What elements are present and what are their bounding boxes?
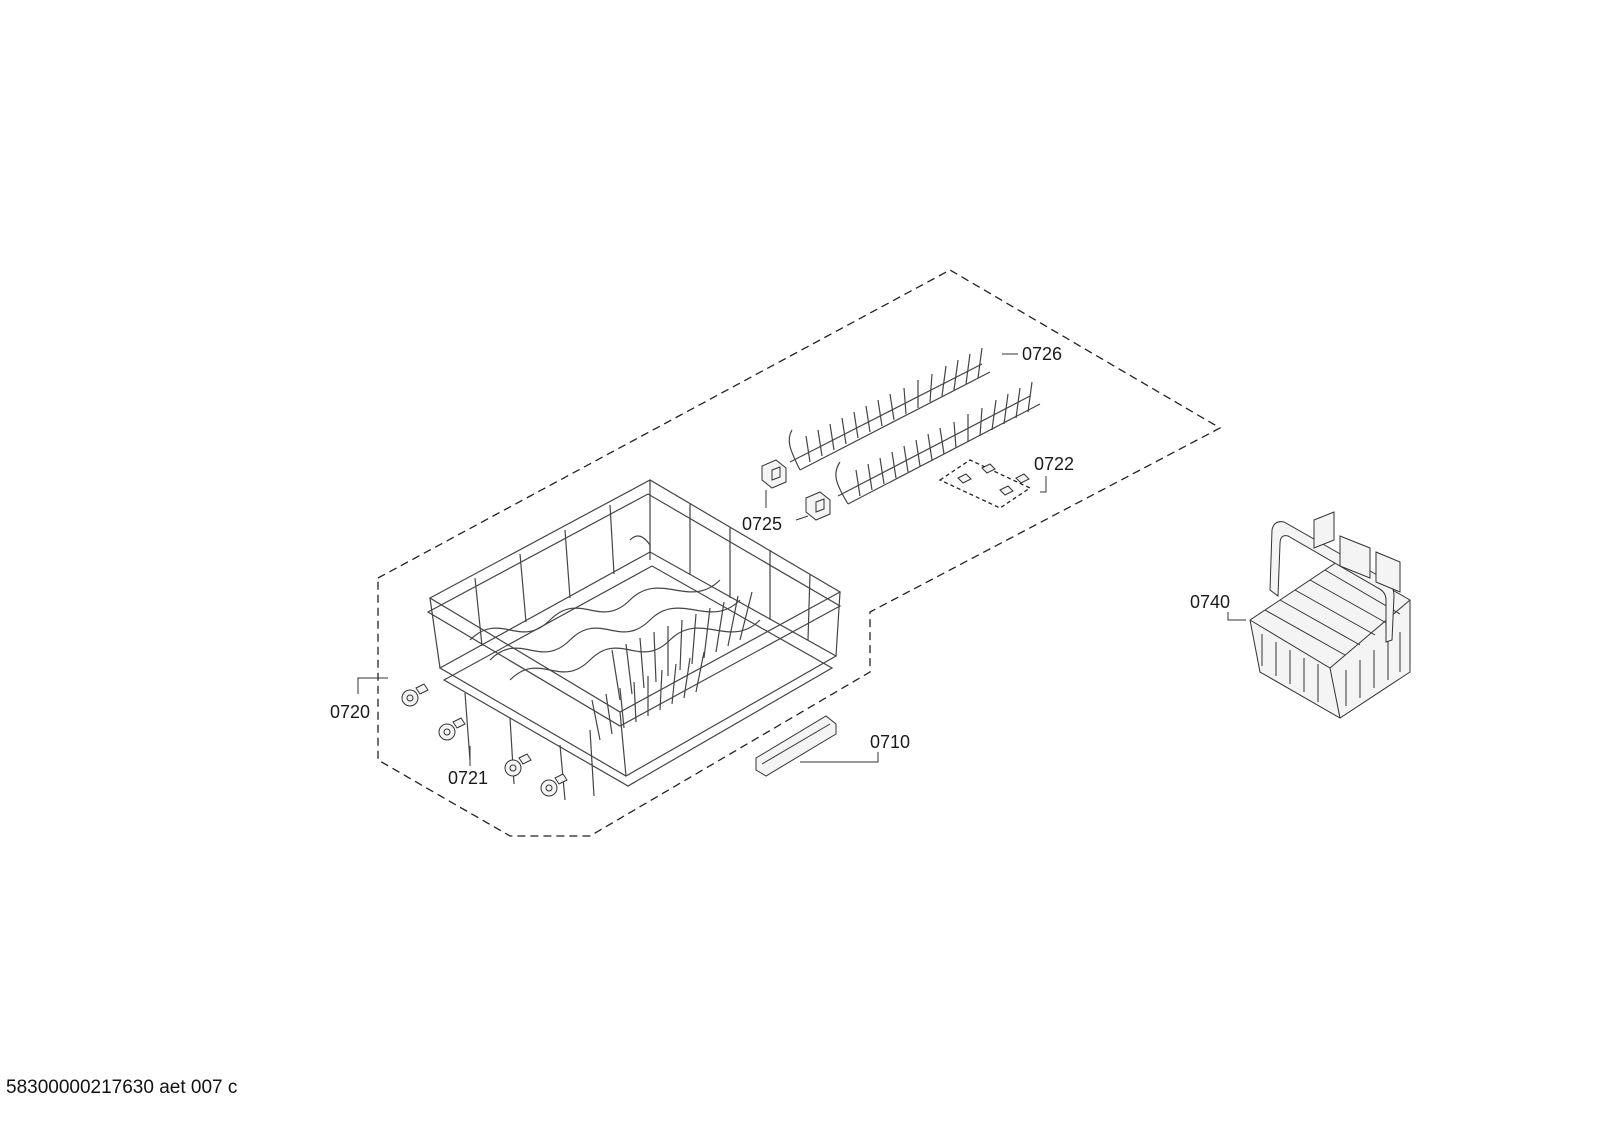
label-0721: 0721 — [448, 768, 488, 788]
label-0726: 0726 — [1022, 344, 1062, 364]
tine-racks — [788, 347, 1041, 505]
label-0720: 0720 — [330, 702, 370, 722]
basket-wheels — [401, 683, 568, 797]
leader-0710 — [800, 752, 879, 763]
rack-fasteners — [938, 459, 1032, 509]
drawing-code: 58300000217630 aet 007 c — [6, 1077, 238, 1098]
label-0740: 0740 — [1190, 592, 1230, 612]
label-0725: 0725 — [742, 514, 782, 534]
basket-handle — [755, 715, 837, 777]
leader-0740 — [1227, 612, 1246, 621]
leader-0725 — [765, 490, 809, 521]
label-0710: 0710 — [870, 732, 910, 752]
cutlery-basket — [1249, 511, 1411, 719]
assembly-boundary — [377, 269, 1222, 837]
rack-clips — [761, 459, 831, 521]
label-0722: 0722 — [1034, 454, 1074, 474]
leader-0720 — [357, 677, 388, 694]
leader-0722 — [1040, 476, 1047, 493]
lower-basket — [426, 479, 842, 801]
